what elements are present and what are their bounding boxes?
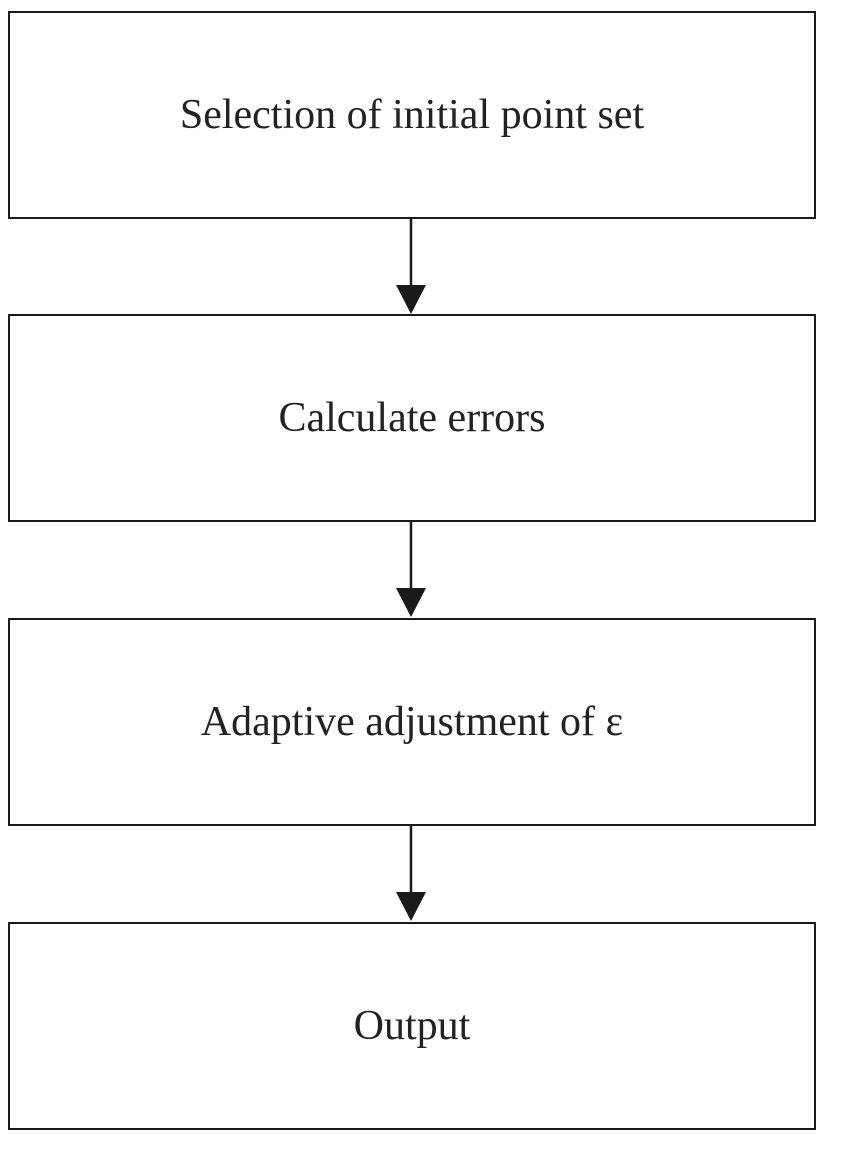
step-label: Output	[353, 1003, 471, 1049]
flow-arrow	[396, 219, 426, 314]
flow-arrow-head	[396, 892, 426, 921]
step-box-selection: Selection of initial point set	[8, 11, 816, 219]
step-label: Selection of initial point set	[179, 92, 645, 138]
step-box-calculate-errors: Calculate errors	[8, 314, 816, 522]
flow-arrow-head	[396, 588, 426, 617]
step-label: Calculate errors	[278, 395, 546, 441]
flow-arrow	[396, 826, 426, 921]
flow-arrow-head	[396, 285, 426, 314]
step-box-output: Output	[8, 922, 816, 1130]
step-label: Adaptive adjustment of ε	[200, 699, 624, 745]
flow-arrow	[396, 522, 426, 617]
step-box-adaptive-adjustment: Adaptive adjustment of ε	[8, 618, 816, 826]
